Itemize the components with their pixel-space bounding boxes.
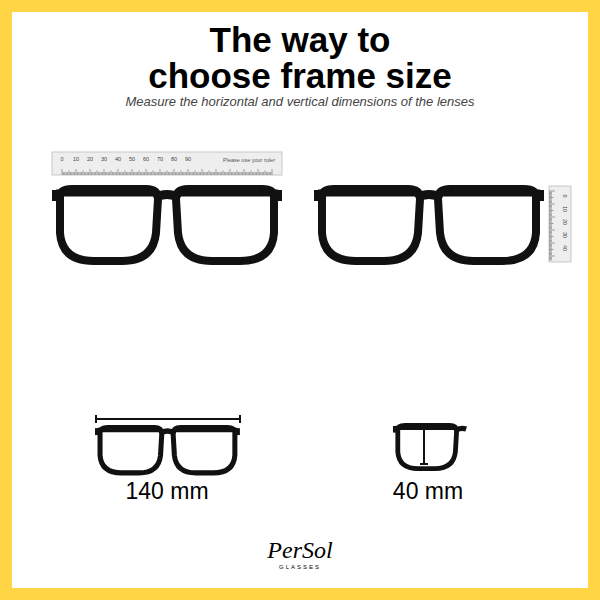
vertical-ruler [549,186,571,262]
ruler-number: 10 [561,206,567,212]
glasses-front [314,189,544,261]
ruler-note: Please use your ruler [223,158,275,164]
glasses-icon [95,428,240,473]
width-dimension-line [96,415,240,423]
dimension: 140 mm [125,480,208,503]
ruler-number: 50 [129,157,135,163]
ruler-number: 20 [87,157,93,163]
logo-subtext: GLASSES [279,564,321,570]
subtitle: Measure the horizontal and vertical dime… [125,95,474,108]
logo: PerSol [267,538,332,562]
ruler-number: 10 [73,157,79,163]
ruler-number: 90 [185,157,191,163]
ruler-number: 60 [143,157,149,163]
glasses-front [52,189,282,261]
yellow-border [6,6,594,594]
ruler-number: 70 [157,157,163,163]
horizontal-ruler [52,152,282,175]
ruler-number: 0 [60,157,63,163]
ruler-number: 80 [171,157,177,163]
ruler-number: 20 [561,219,567,225]
ruler-number: 30 [561,232,567,238]
height-dimension-line [420,427,428,464]
ruler-number: 40 [561,245,567,251]
ruler-number: 30 [101,157,107,163]
ruler-number: 40 [115,157,121,163]
dimension: 40 mm [393,480,463,503]
ruler-number: 0 [561,194,567,197]
title: The way to choose frame size [146,22,454,94]
lens-icon [393,425,466,468]
